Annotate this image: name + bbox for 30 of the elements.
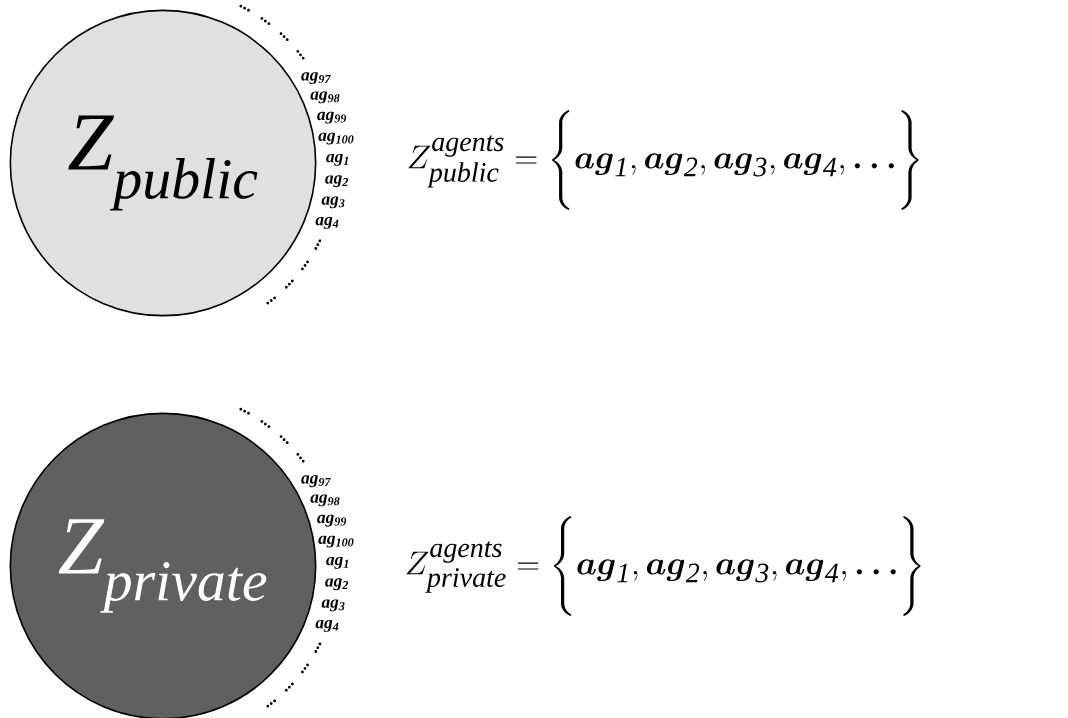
agent-label: ... [279,435,289,445]
agent-label: ag$_{3}$ [321,196,345,209]
agent-label: ag$_{2}$ [325,175,349,188]
agent-label: ag$_{99}$ [317,111,347,124]
agent-label: ... [301,663,309,674]
agent-label: ... [296,453,305,463]
agent-label: ag$_{100}$ [318,535,354,548]
agent-label: ... [284,279,294,289]
agent-label: ... [239,4,250,12]
agent-label: ... [266,699,276,708]
agent-label: ... [314,642,322,653]
agent-label: ag$_{1}$ [326,556,349,569]
agent-label: ag$_{4}$ [315,216,339,229]
agent-label: ag$_{99}$ [317,514,347,527]
agent-label: ag$_{100}$ [318,132,354,145]
agent-label: ag$_{2}$ [325,578,349,591]
set-formula: $Z^{\mathit{agents}}_{\mathit{public}} = \Bigg\{\boldsymbol{ag}_{\mathit{1}}, \boldsymbol{ag}_{\mathit{2}}, \boldsymbol{ag}_{\mathit{3}}, \boldsymbol{ag}_{\mathit{4}}, \boldsymbol{\ldots}\Bigg\}$ [408,110,919,210]
agent-label: ag$_{3}$ [321,599,345,612]
agent-label: ... [260,420,271,428]
agent-label: ... [239,407,250,415]
agent-label: ... [266,296,276,305]
agent-label: ag$_{4}$ [315,619,339,632]
agent-label: ... [314,239,322,250]
agent-label: ... [296,50,305,60]
agent-label: ... [301,260,309,271]
agent-label: ag$_{1}$ [326,153,349,166]
agent-label: ... [284,682,294,692]
agent-label: ... [260,17,271,25]
agent-label: ... [279,32,289,42]
set-formula: $Z^{\mathit{agents}}_{\mathit{private}} = \Bigg\{\boldsymbol{ag}_{\mathit{1}}, \boldsymbol{ag}_{\mathit{2}}, \boldsymbol{ag}_{\mathit{3}}, \boldsymbol{ag}_{\mathit{4}}, \boldsymbol{\ldots}\Bigg\}$ [406,516,921,616]
